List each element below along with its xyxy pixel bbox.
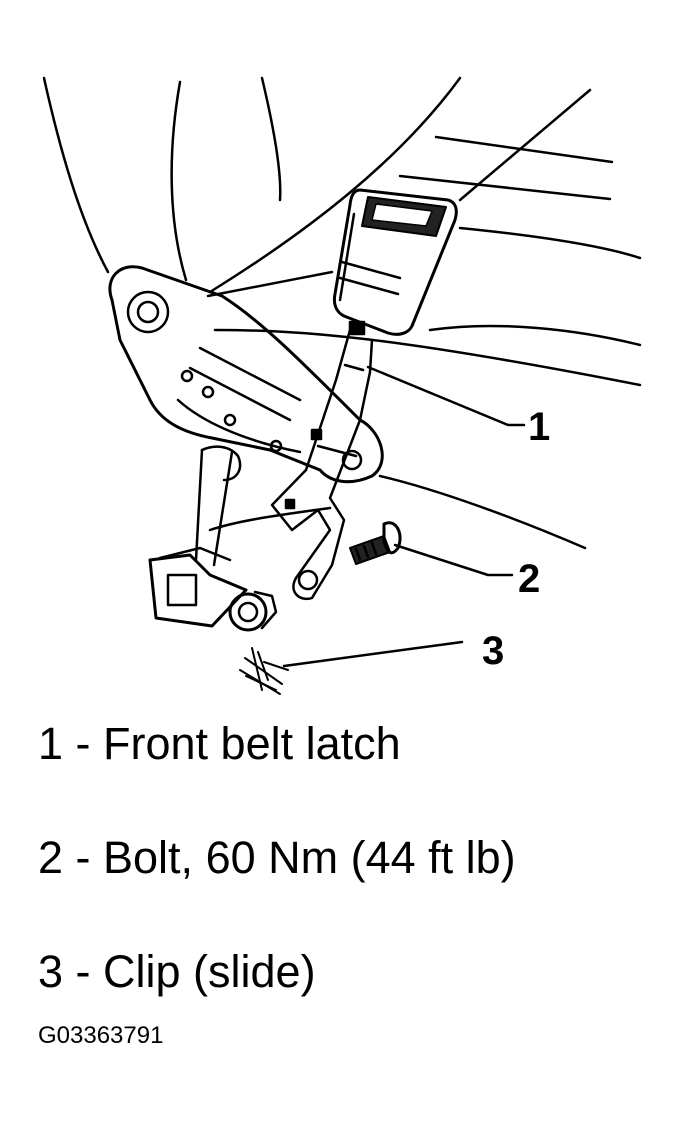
callout-2: 2 — [518, 557, 540, 601]
clip-slide-icon — [239, 647, 289, 695]
lower-anchor-icon — [148, 546, 278, 632]
legend-item-bolt: 2 - Bolt, 60 Nm (44 ft lb) — [38, 832, 516, 883]
callout-1: 1 — [528, 405, 550, 449]
bolt-icon — [349, 521, 402, 565]
leader-lines — [282, 88, 592, 668]
legend-item-front-belt-latch: 1 - Front belt latch — [38, 718, 401, 769]
legend-item-clip-slide: 3 - Clip (slide) — [38, 946, 316, 997]
belt-buckle-icon — [332, 188, 458, 336]
figure-code: G03363791 — [38, 1022, 164, 1049]
callout-3: 3 — [482, 629, 504, 673]
seat-outline-icon — [42, 76, 642, 550]
mounting-bracket-icon — [108, 265, 384, 567]
seat-belt-latch-diagram: 1 2 3 — [42, 76, 642, 695]
latch-strap-icon — [270, 328, 374, 601]
